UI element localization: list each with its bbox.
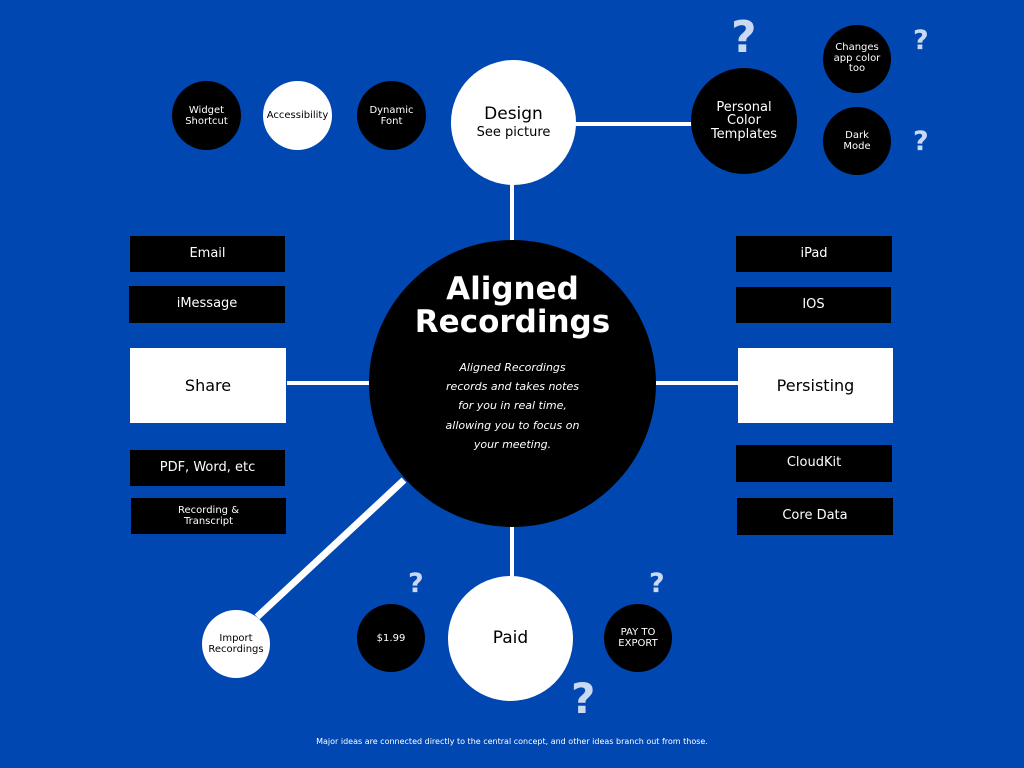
ipad-node[interactable]: iPad <box>736 236 892 272</box>
design-title: Design <box>484 104 543 124</box>
changes-line1: Changes <box>835 42 879 54</box>
question-mark-icon: ? <box>913 25 929 56</box>
price-label: $1.99 <box>376 632 406 644</box>
import-line1: Import <box>219 633 253 644</box>
dynamic-font-node[interactable]: Dynamic Font <box>357 81 426 150</box>
changes-line3: too <box>848 63 866 75</box>
question-mark-icon: ? <box>408 568 424 599</box>
accessibility-label: Accessibility <box>266 110 329 121</box>
ipad-label: iPad <box>800 245 828 261</box>
changes-line2: app color <box>833 52 881 64</box>
dark-mode-line1: Dark <box>845 130 869 141</box>
recording-transcript-line1: Recording & <box>178 505 239 516</box>
cloudkit-label: CloudKit <box>786 455 842 471</box>
dark-mode-node[interactable]: Dark Mode <box>823 107 891 175</box>
cloudkit-node[interactable]: CloudKit <box>736 445 892 482</box>
personal-line3: Templates <box>710 126 778 142</box>
pdf-word-label: PDF, Word, etc <box>159 459 256 475</box>
price-node[interactable]: $1.99 <box>357 604 425 672</box>
persisting-label: Persisting <box>776 375 855 395</box>
pay-to-export-line1: PAY TO <box>620 627 656 638</box>
widget-shortcut-node[interactable]: Widget Shortcut <box>172 81 241 150</box>
question-mark-icon: ? <box>571 674 596 723</box>
email-node[interactable]: Email <box>130 236 285 272</box>
footer-caption: Major ideas are connected directly to th… <box>316 737 708 746</box>
imessage-node[interactable]: iMessage <box>129 286 285 323</box>
question-mark-icon: ? <box>731 12 757 63</box>
central-concept-node[interactable]: Aligned Recordings Aligned Recordings re… <box>369 240 656 527</box>
pay-to-export-line2: EXPORT <box>618 638 658 649</box>
personal-line1: Personal <box>716 99 772 115</box>
pay-to-export-node[interactable]: PAY TO EXPORT <box>604 604 672 672</box>
recording-transcript-line2: Transcript <box>183 516 234 527</box>
connector-center-import <box>254 477 407 620</box>
central-concept-description: Aligned Recordings records and takes not… <box>445 360 580 451</box>
accessibility-node[interactable]: Accessibility <box>263 81 332 150</box>
central-concept-title: Aligned Recordings <box>414 270 611 341</box>
email-label: Email <box>189 245 226 261</box>
dark-mode-line2: Mode <box>843 141 871 152</box>
widget-shortcut-line1: Widget <box>188 104 225 116</box>
central-title-line1: Aligned <box>446 270 579 307</box>
widget-shortcut-line2: Shortcut <box>185 115 228 127</box>
central-title-line2: Recordings <box>414 304 611 341</box>
imessage-label: iMessage <box>176 296 238 312</box>
ios-label: IOS <box>802 296 825 312</box>
import-line2: Recordings <box>208 644 264 655</box>
design-node[interactable]: Design See picture <box>451 60 576 185</box>
design-subtitle: See picture <box>476 124 551 140</box>
ios-node[interactable]: IOS <box>736 287 891 323</box>
changes-app-color-node[interactable]: Changes app color too <box>823 25 891 93</box>
question-mark-icon: ? <box>649 568 665 599</box>
paid-node[interactable]: Paid <box>448 576 573 701</box>
dynamic-font-line1: Dynamic <box>369 104 414 116</box>
dynamic-font-line2: Font <box>380 115 403 127</box>
core-data-label: Core Data <box>782 508 848 524</box>
share-node[interactable]: Share <box>130 348 286 423</box>
paid-label: Paid <box>492 628 529 649</box>
share-label: Share <box>184 375 232 395</box>
recording-transcript-node[interactable]: Recording & Transcript <box>131 498 286 534</box>
pdf-word-node[interactable]: PDF, Word, etc <box>130 450 285 486</box>
core-data-node[interactable]: Core Data <box>737 498 893 535</box>
personal-color-templates-node[interactable]: Personal Color Templates <box>691 68 797 174</box>
import-recordings-node[interactable]: Import Recordings <box>202 610 270 678</box>
persisting-node[interactable]: Persisting <box>738 348 893 423</box>
question-mark-icon: ? <box>913 126 929 157</box>
personal-line2: Color <box>727 113 761 129</box>
